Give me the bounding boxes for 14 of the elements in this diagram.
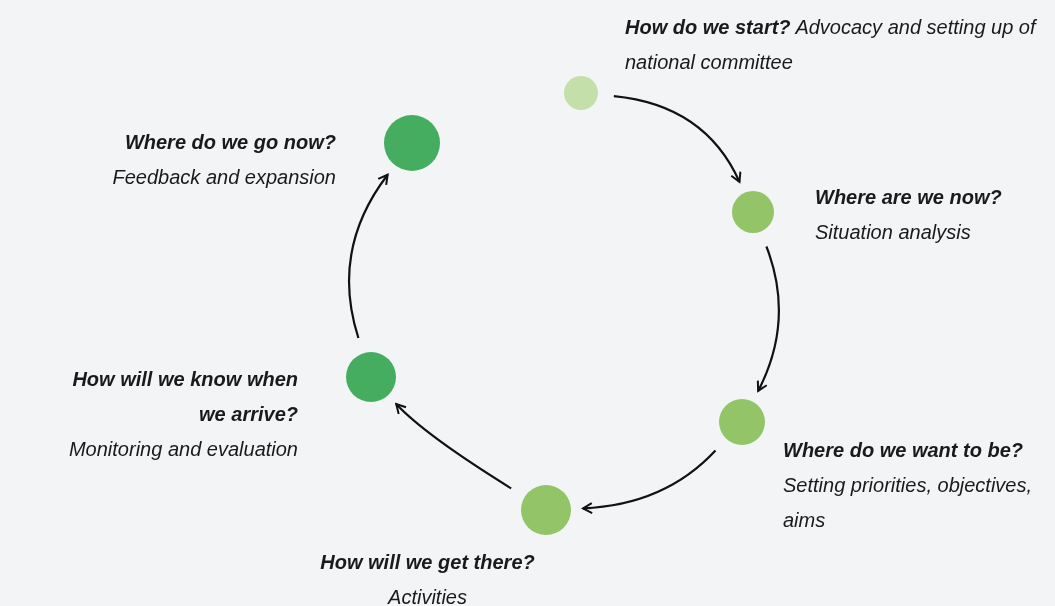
step-text: Where do we want to be? Setting priorities, objectives, aims bbox=[783, 439, 1032, 531]
arrow bbox=[581, 449, 717, 514]
step-description: Feedback and expansion bbox=[112, 166, 336, 188]
arrow bbox=[395, 403, 512, 490]
step-text: How will we get there? Activities bbox=[320, 551, 535, 606]
step-question: How will we know when we arrive? bbox=[72, 368, 298, 425]
step-description: Monitoring and evaluation bbox=[68, 438, 298, 460]
step-description: Situation analysis bbox=[815, 221, 971, 243]
arrow bbox=[756, 246, 780, 392]
step-question: Where do we go now? bbox=[124, 131, 336, 153]
step-text: How do we start? Advocacy and setting up of national committee bbox=[625, 16, 1036, 73]
arrow bbox=[348, 173, 389, 339]
arrow bbox=[613, 95, 741, 183]
step-question: Where are we now? bbox=[815, 186, 1002, 208]
